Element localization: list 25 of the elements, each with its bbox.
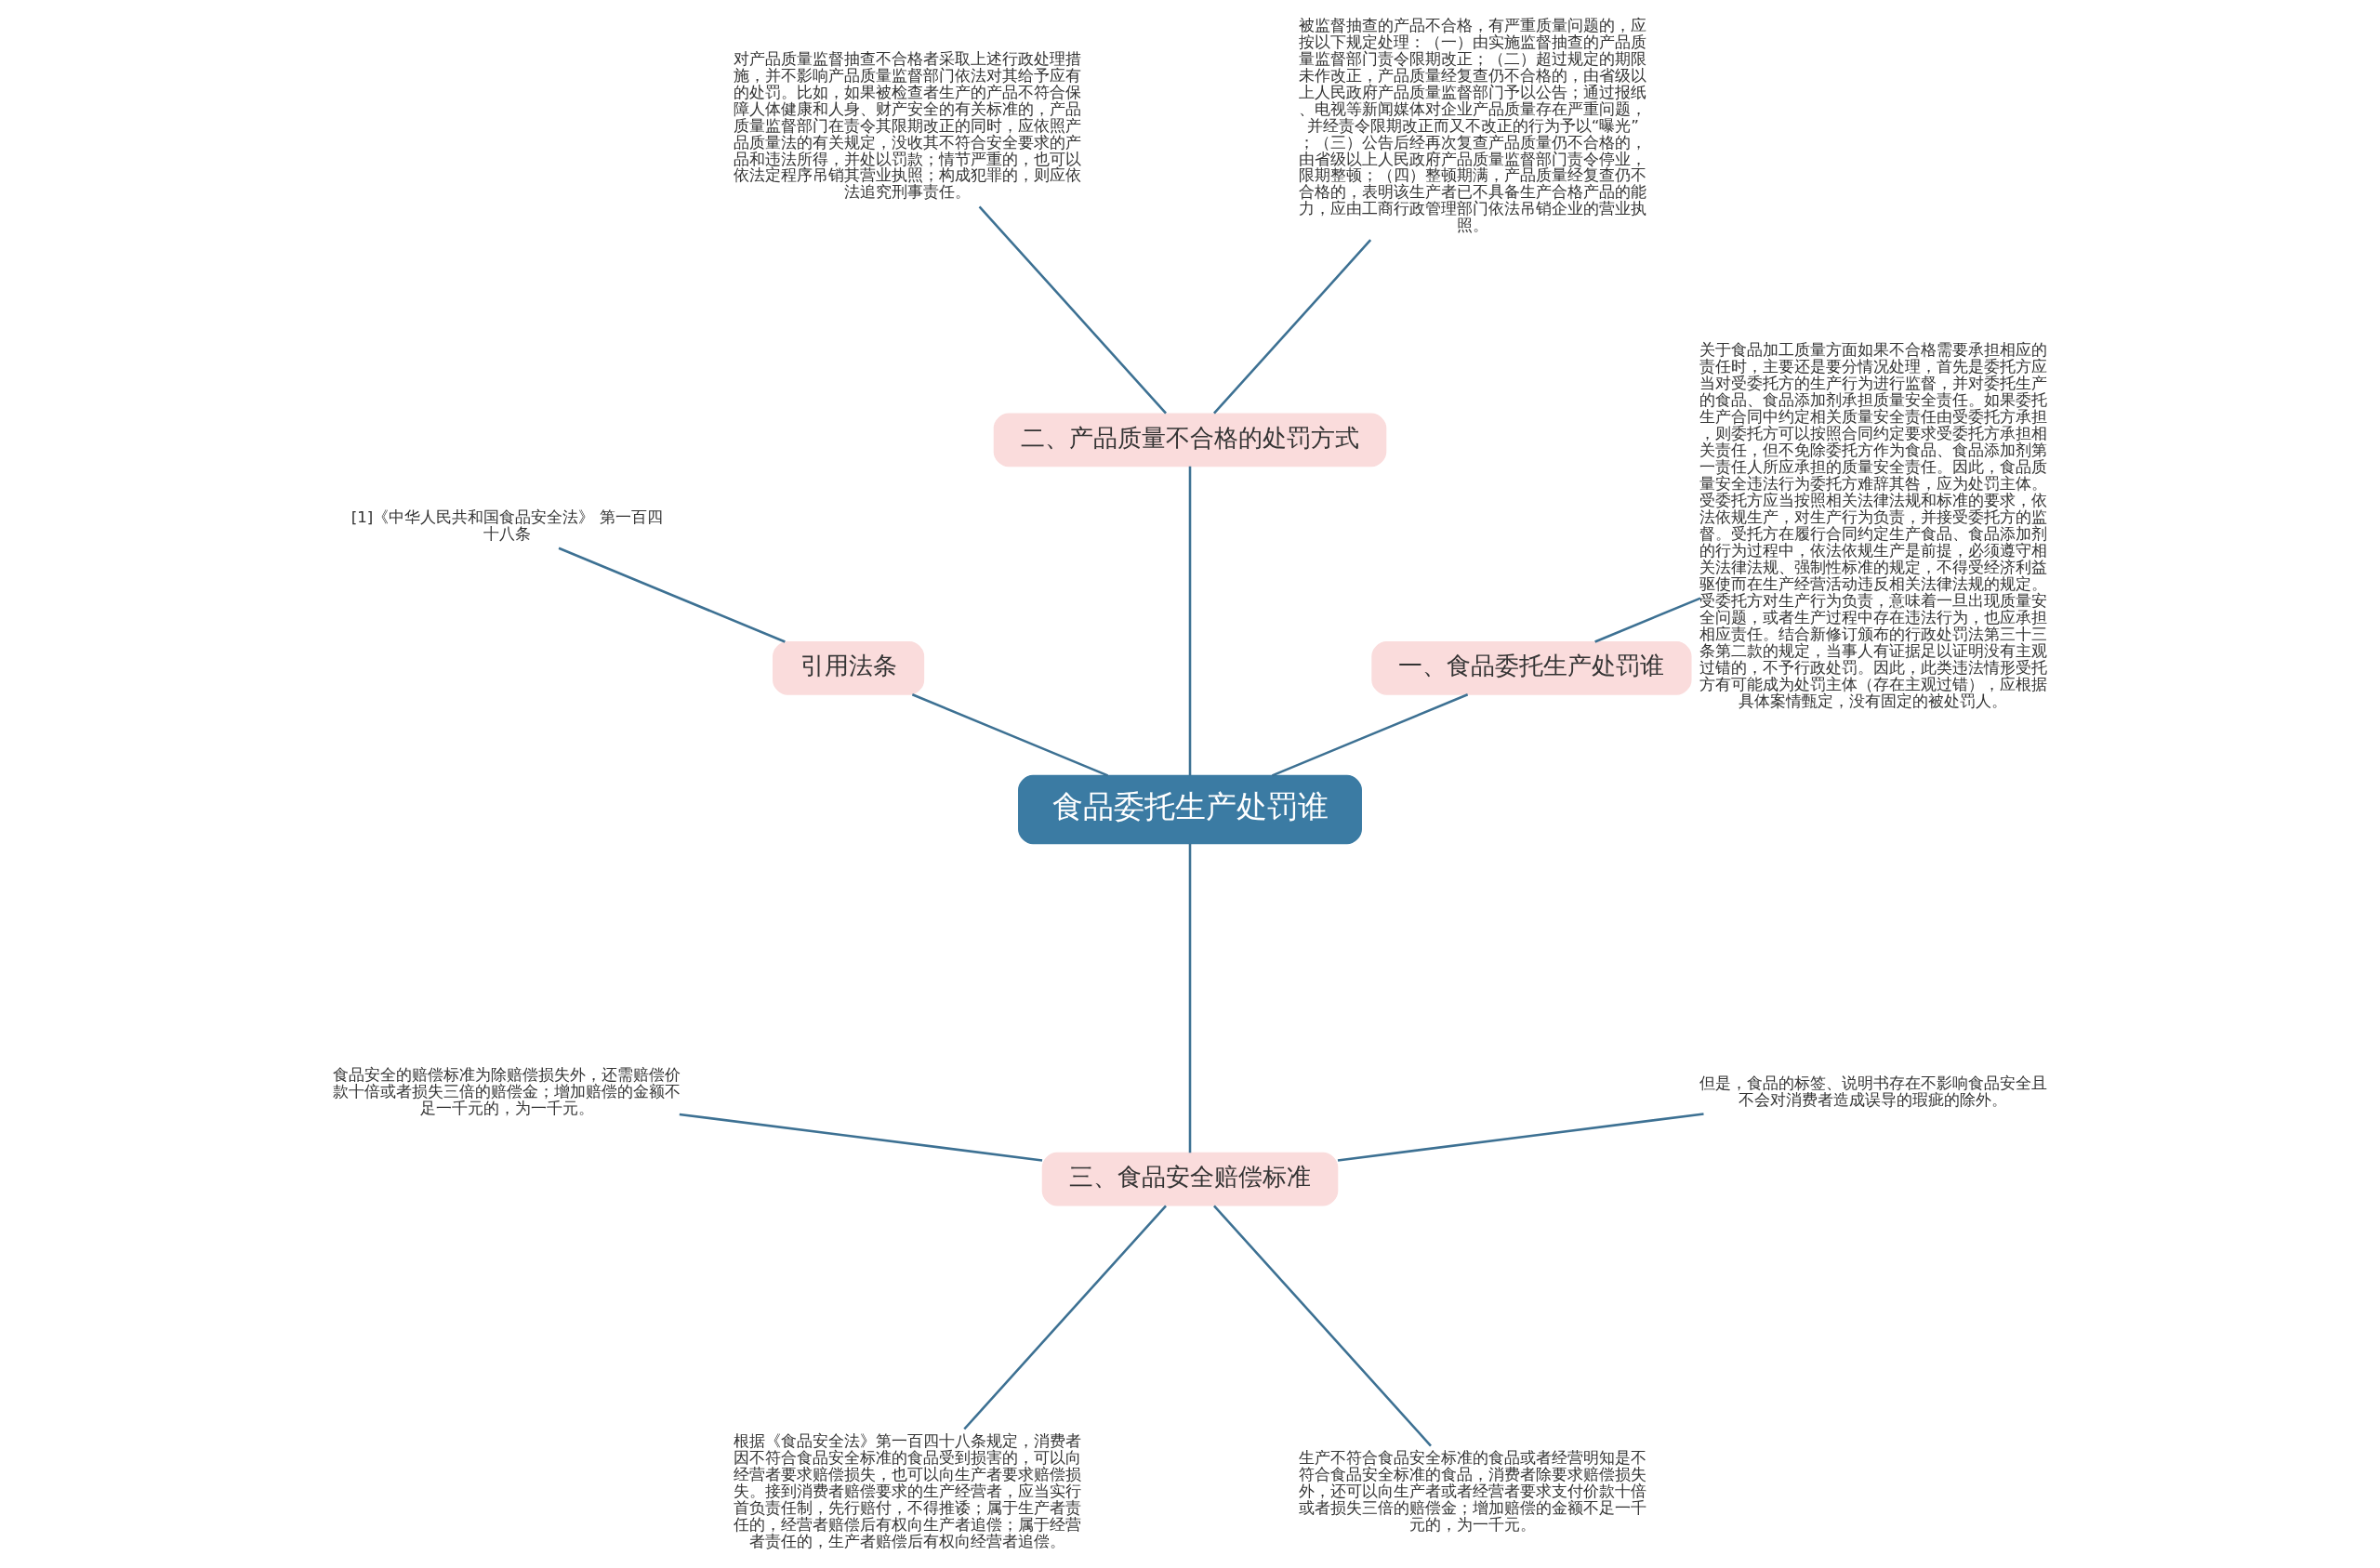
node-text: 食品安全的赔偿标准为除赔偿损失外，还需赔偿价款十倍或者损失三倍的赔偿金；增加赔偿的金额不足一千元的，为一千元。 [333, 1065, 681, 1117]
connector [911, 692, 1108, 776]
node-text: 但是，食品的标签、说明书存在不影响食品安全且不会对消费者造成误导的瑕疵的除外。 [1699, 1074, 2047, 1109]
node-text: 对产品质量监督抽查不合格者采取上述行政处理措施，并不影响产品质量监督部门依法对其给予应有的处罚。比如，如果被检查者生产的产品不符合保障人体健康和人身、财产安全的有关标准的，产品质量监督部门在责令其限期改正的同时，应依照产品质量法的有关规定，没收其不符合安全要求的产品和违法所得，并处以罚款；情节严重的，也可以依法定程序吊销其营业执照；构成犯罪的，则应依法追究刑事责任。 [733, 49, 1081, 201]
connector [978, 205, 1167, 414]
node-text: 被监督抽查的产品不合格，有严重质量问题的，应按以下规定处理：（一）由实施监督抽查的产品质量监督部门责令限期改正；（二）超过规定的期限未作改正，产品质量经复查仍不合格的，由省级以上人民政府产品质量监督部门予以公告；通过报纸、电视等新闻媒体对企业产品质量存在严重问题，并经责令限期改正而又不改正的行为予以“曝光”；（三）公告后经再次复查产品质量仍不合格的，由省级以上人民政府产品质量监督部门责令停业，限期整顿；（四）整顿期满，产品质量经复查仍不合格的，表明该生产者已不具备生产合格产品的能力，应由工商行政管理部门依法吊销企业的营业执照。 [1299, 16, 1647, 234]
connector [679, 1113, 1043, 1162]
connector [1272, 692, 1469, 776]
node-text: 生产不符合食品安全标准的食品或者经营明知是不符合食品安全标准的食品，消费者除要求赔偿损失外，还可以向生产者或者经营者要求支付价款十倍或者损失三倍的赔偿金；增加赔偿的金额不足一千元的，为一千元。 [1299, 1448, 1647, 1534]
connector [963, 1205, 1167, 1430]
node-box: 食品委托生产处罚谁 [1018, 774, 1362, 844]
node-text: [1]《中华人民共和国食品安全法》 第一百四十八条 [350, 507, 663, 543]
node-box: 三、食品安全赔偿标准 [1041, 1152, 1339, 1206]
connector [1337, 1112, 1704, 1162]
connector [558, 547, 786, 643]
node-text: 关于食品加工质量方面如果不合格需要承担相应的责任时，主要还是要分情况处理，首先是委托方应当对受委托方的生产行为进行监督，并对委托生产的食品、食品添加剂承担质量安全责任。如果委托生产合同中约定相关质量安全责任由受委托方承担，则委托方可以按照合同约定要求受委托方承担相关责任，但不免除委托方作为食品、食品添加剂第一责任人所应承担的质量安全责任。因此，食品质量安全违法行为委托方难辞其咎，应为处罚主体。受委托方应当按照相关法律法规和标准的要求，依法依规生产，对生产行为负责，并接受委托方的监督。受托方在履行合同约定生产食品、食品添加剂的行为过程中，依法依规生产是前提，必须遵守相关法律法规、强制性标准的规定，不得受经济利益驱使而在生产经营活动违反相关法律法规的规定。受委托方对生产行为负责，意味着一旦出现质量安全问题，或者生产过程中存在违法行为，也应承担相应责任。结合新修订颁布的行政处罚法第三十三条第二款的规定，当事人有证据足以证明没有主观过错的，不予行政处罚。因此，此类违法情形受托方有可能成为处罚主体（存在主观过错），应根据具体案情甄定，没有固定的被处罚人。 [1699, 340, 2047, 710]
connector [1213, 238, 1372, 414]
node-box: 一、食品委托生产处罚谁 [1371, 640, 1692, 695]
node-box: 二、产品质量不合格的处罚方式 [993, 412, 1387, 467]
connector [1188, 843, 1192, 1153]
connector [1188, 466, 1192, 775]
connector [1594, 596, 1701, 643]
node-text: 根据《食品安全法》第一百四十八条规定，消费者因不符合食品安全标准的食品受到损害的，可以向经营者要求赔偿损失，也可以向生产者要求赔偿损失。接到消费者赔偿要求的生产经营者，应当实行首负责任制，先行赔付，不得推诿；属于生产者责任的，经营者赔偿后有权向生产者追偿；属于经营者责任的，生产者赔偿后有权向经营者追偿。 [733, 1431, 1081, 1550]
connector [1213, 1205, 1432, 1446]
node-box: 引用法条 [773, 640, 925, 695]
